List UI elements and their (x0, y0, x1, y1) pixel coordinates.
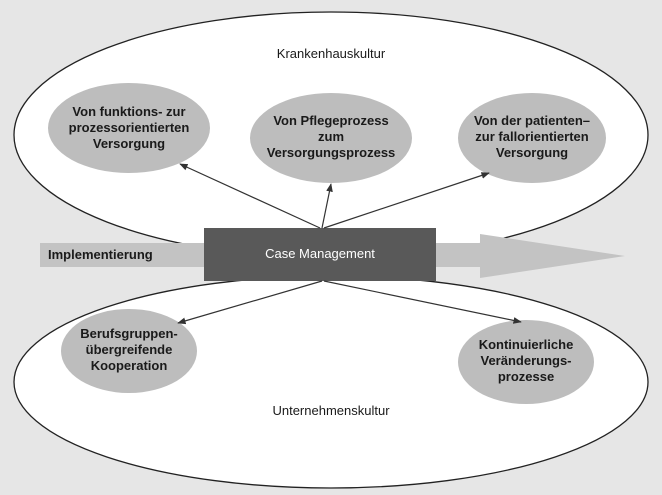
bubble-4-line-3: Kooperation (90, 358, 168, 373)
bubble-berufsgruppen (61, 309, 197, 393)
implementation-label: Implementierung (48, 247, 153, 262)
bubble-2-text: Von Pflegeprozess zum Versorgungsprozess (251, 113, 411, 161)
bubble-4-text: Berufsgruppen- übergreifende Kooperation (61, 326, 197, 374)
bubble-5-text: Kontinuierliche Veränderungs- prozesse (458, 337, 594, 385)
bubble-1-line-3: Versorgung (92, 136, 166, 151)
bubble-2-line-3: Versorgungsprozess (266, 145, 396, 160)
bubble-3-line-3: Versorgung (495, 145, 569, 160)
bubble-patienten-fall (458, 93, 606, 183)
case-management-label: Case Management (265, 246, 375, 261)
bubble-2-line-1: Von Pflegeprozess (273, 113, 389, 128)
bubble-5-line-1: Kontinuierliche (478, 337, 574, 352)
top-context-label: Krankenhauskultur (276, 46, 386, 61)
bubble-1-line-2: prozessorientierten (68, 120, 190, 135)
arrow-to-bubble-5 (323, 280, 522, 324)
arrow-to-bubble-1 (179, 163, 321, 229)
bubble-veraenderungsprozesse (458, 320, 594, 404)
bubble-5-line-3: prozesse (497, 369, 555, 384)
bubble-2-line-2: zum (318, 129, 344, 144)
bubble-funktions-zur-prozess (48, 83, 210, 173)
case-management-box (204, 228, 436, 281)
bubble-3-text: Von der patienten– zur fallorientierten … (457, 113, 607, 161)
bubble-pflegeprozess (250, 93, 412, 183)
bubble-3-line-1: Von der patienten– (473, 113, 591, 128)
bubble-1-text: Von funktions- zur prozessorientierten V… (49, 104, 209, 152)
bubble-1-line-1: Von funktions- zur (72, 104, 186, 119)
arrow-to-bubble-2 (321, 183, 333, 229)
bubble-5-line-2: Veränderungs- (480, 353, 572, 368)
arrow-to-bubble-3 (323, 172, 490, 229)
bubble-4-line-1: Berufsgruppen- (80, 326, 178, 341)
bubble-4-line-2: übergreifende (85, 342, 173, 357)
bottom-context-label: Unternehmenskultur (272, 403, 390, 418)
arrow-to-bubble-4 (177, 280, 323, 325)
bubble-3-line-2: zur fallorientierten (475, 129, 589, 144)
